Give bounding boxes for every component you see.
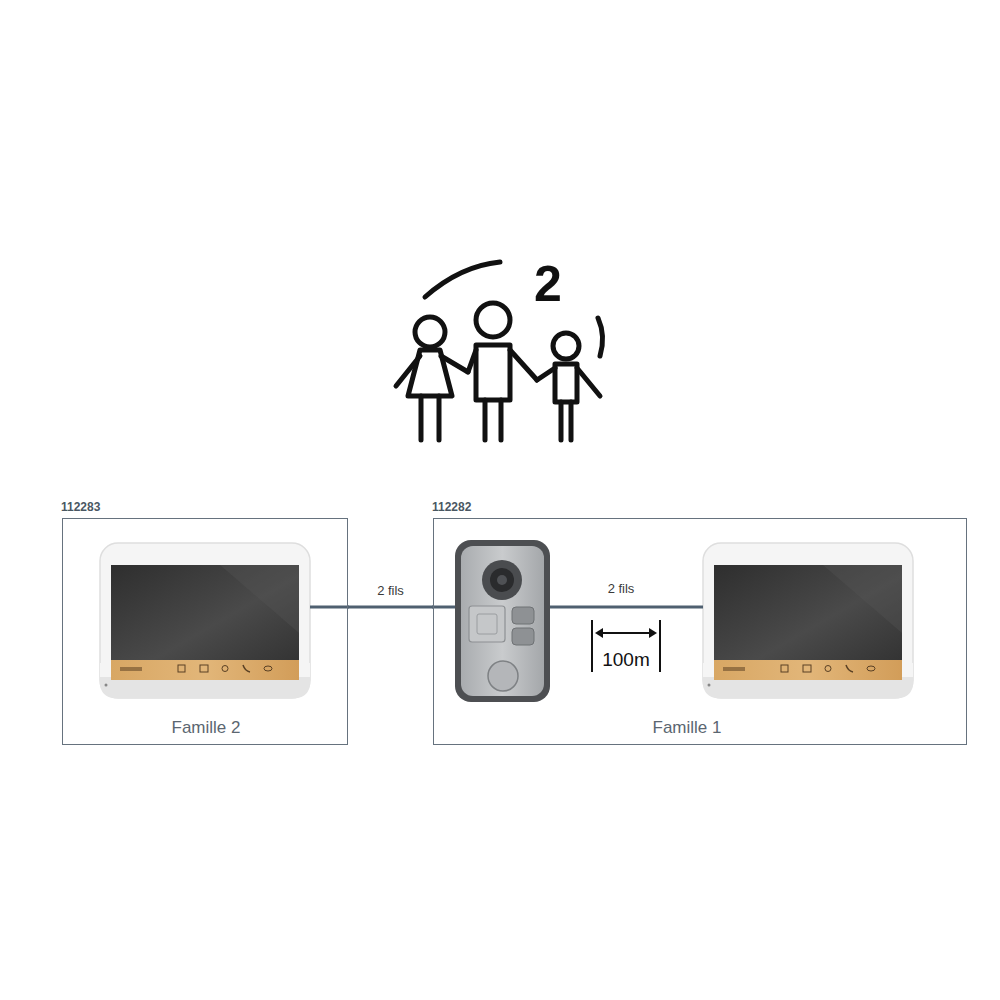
wire-label: 2 fils	[608, 581, 635, 596]
family-label: Famille 2	[172, 718, 241, 738]
product-reference: 112283	[61, 500, 100, 514]
product-reference: 112282	[432, 500, 471, 514]
family-label: Famille 1	[653, 718, 722, 738]
wire-line	[348, 606, 433, 609]
count-number: 2	[534, 255, 562, 313]
family-box: 112282Famille 1	[433, 518, 967, 745]
monitor	[703, 543, 913, 698]
wire	[310, 606, 703, 609]
door-station	[455, 540, 550, 702]
monitor	[100, 543, 310, 698]
family-box: 112283Famille 2	[62, 518, 348, 745]
wire-label: 2 fils	[375, 583, 406, 598]
family-icon	[396, 262, 603, 440]
dimension-marker	[592, 620, 660, 672]
wire-connector	[348, 607, 433, 608]
dimension-label: 100m	[602, 649, 650, 671]
